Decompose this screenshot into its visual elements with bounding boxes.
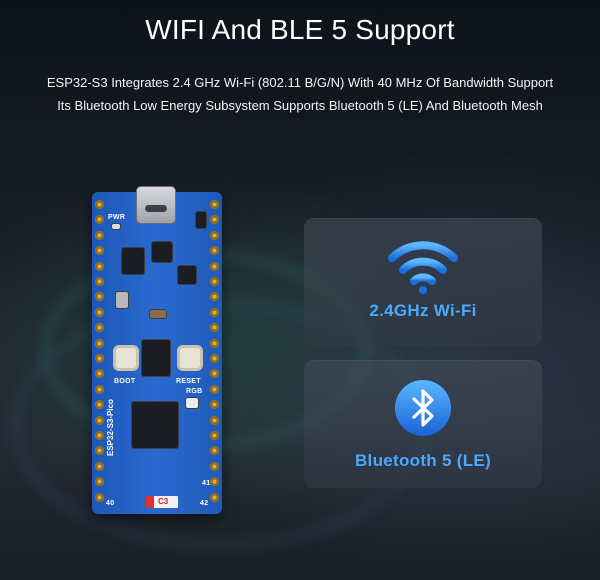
pin-42-label: 42 xyxy=(200,500,209,507)
wifi-icon xyxy=(388,241,458,294)
usb-port xyxy=(145,205,167,212)
reset-button xyxy=(180,348,200,368)
diode xyxy=(196,212,206,228)
reset-label: RESET xyxy=(176,378,201,385)
bluetooth-card: Bluetooth 5 (LE) xyxy=(304,360,542,488)
header-pin xyxy=(95,354,104,363)
header-pin xyxy=(210,215,219,225)
header-pin xyxy=(95,292,104,302)
header-pin xyxy=(210,446,219,456)
header-pin xyxy=(210,246,219,256)
usb-c-connector xyxy=(136,186,176,224)
header-pin xyxy=(95,215,104,225)
header-pin xyxy=(95,246,104,256)
header-pin xyxy=(95,400,104,410)
c3-connector: C3 xyxy=(146,496,178,508)
header-pin xyxy=(95,277,104,286)
header-pin xyxy=(95,369,104,379)
boot-label: BOOT xyxy=(114,378,136,385)
header-pin xyxy=(95,338,104,348)
boot-button xyxy=(116,348,136,368)
page-title: WIFI And BLE 5 Support xyxy=(145,14,455,45)
rgb-led xyxy=(186,398,198,408)
header-pin xyxy=(95,461,104,471)
header-pin xyxy=(95,261,104,271)
c3-marker xyxy=(146,496,154,508)
header-pin xyxy=(210,200,219,209)
header-pin xyxy=(210,477,219,487)
power-chip xyxy=(152,242,172,262)
esp32-s3-chip xyxy=(132,402,178,448)
header-pin xyxy=(210,415,219,425)
header-pin xyxy=(95,477,104,487)
header-pin xyxy=(210,461,219,471)
pin-40-label: 40 xyxy=(106,500,115,507)
crystal xyxy=(116,292,128,308)
capacitor xyxy=(150,310,166,318)
header-pin xyxy=(95,384,104,394)
bluetooth-icon xyxy=(395,380,451,436)
wifi-label: 2.4GHz Wi-Fi xyxy=(369,301,477,320)
header-pin xyxy=(95,446,104,456)
board-name-label: ESP32-S3-Pico xyxy=(106,399,115,456)
header-pin xyxy=(210,323,219,333)
header-pin xyxy=(210,369,219,379)
header-pin xyxy=(95,200,104,209)
c3-label: C3 xyxy=(158,497,169,506)
pwr-label: PWR xyxy=(108,214,126,221)
header-pin xyxy=(210,492,219,502)
pin-41-label: 41 xyxy=(202,480,211,487)
flash-chip xyxy=(142,340,170,376)
header-pin xyxy=(95,415,104,425)
header-pin xyxy=(210,354,219,363)
header-pin xyxy=(210,292,219,302)
header-pin xyxy=(210,277,219,286)
header-pin xyxy=(210,307,219,317)
header-pin xyxy=(210,338,219,348)
header-pin xyxy=(210,400,219,410)
header-pin xyxy=(210,261,219,271)
header-pin xyxy=(95,431,104,440)
pwr-led xyxy=(112,224,120,229)
header-pin xyxy=(210,384,219,394)
subtitle-bluetooth: Its Bluetooth Low Energy Subsystem Suppo… xyxy=(57,98,543,113)
header-pin xyxy=(95,307,104,317)
small-chip xyxy=(178,266,196,284)
bluetooth-label: Bluetooth 5 (LE) xyxy=(354,451,492,470)
header-pin xyxy=(210,230,219,240)
wifi-card: 2.4GHz Wi-Fi xyxy=(304,218,542,346)
regulator-chip xyxy=(122,248,144,274)
header-pin xyxy=(95,492,104,502)
header-pin xyxy=(95,230,104,240)
subtitle-wifi: ESP32-S3 Integrates 2.4 GHz Wi-Fi (802.1… xyxy=(46,75,554,90)
header-pin xyxy=(210,431,219,440)
header-pin xyxy=(95,323,104,333)
rgb-label: RGB xyxy=(186,388,203,395)
esp32-s3-pico-board: PWR BOOT RESET RGB ESP32-S3-Pico C3 40 4… xyxy=(92,186,222,514)
